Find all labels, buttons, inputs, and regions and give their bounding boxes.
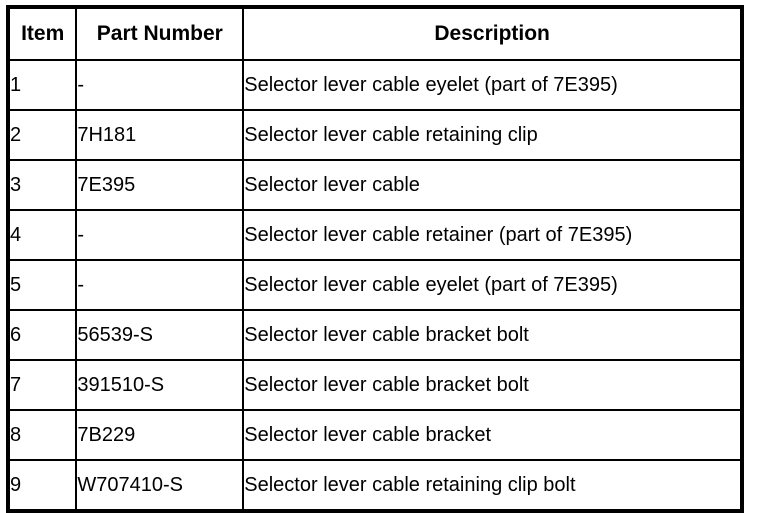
table-row: 4-Selector lever cable retainer (part of…: [6, 209, 743, 261]
cell-description: Selector lever cable eyelet (part of 7E3…: [242, 59, 743, 111]
cell-description: Selector lever cable: [242, 159, 743, 211]
table-header-row: Item Part Number Description: [6, 6, 743, 61]
cell-item: 6: [6, 309, 78, 361]
cell-description: Selector lever cable retaining clip bolt: [242, 459, 743, 512]
cell-item: 1: [6, 59, 78, 111]
cell-item: 2: [6, 109, 78, 161]
page-root: Item Part Number Description 1-Selector …: [6, 5, 744, 513]
cell-item: 9: [6, 459, 78, 512]
cell-item: 5: [6, 259, 78, 311]
cell-part-number: 7H181: [75, 109, 245, 161]
column-header-item: Item: [6, 6, 78, 61]
table-body: 1-Selector lever cable eyelet (part of 7…: [6, 59, 743, 512]
parts-table: Item Part Number Description 1-Selector …: [6, 5, 744, 513]
cell-part-number: 391510-S: [75, 359, 245, 411]
table-header: Item Part Number Description: [6, 6, 743, 61]
cell-part-number: W707410-S: [75, 459, 245, 512]
cell-part-number: -: [75, 209, 245, 261]
table-row: 1-Selector lever cable eyelet (part of 7…: [6, 59, 743, 111]
cell-item: 8: [6, 409, 78, 461]
cell-description: Selector lever cable retainer (part of 7…: [242, 209, 743, 261]
cell-part-number: -: [75, 259, 245, 311]
cell-part-number: -: [75, 59, 245, 111]
cell-description: Selector lever cable bracket bolt: [242, 309, 743, 361]
cell-part-number: 7B229: [75, 409, 245, 461]
cell-item: 3: [6, 159, 78, 211]
column-header-part-number: Part Number: [75, 6, 245, 61]
cell-description: Selector lever cable bracket: [242, 409, 743, 461]
cell-item: 7: [6, 359, 78, 411]
cell-description: Selector lever cable eyelet (part of 7E3…: [242, 259, 743, 311]
cell-part-number: 7E395: [75, 159, 245, 211]
column-header-description: Description: [242, 6, 743, 61]
cell-part-number: 56539-S: [75, 309, 245, 361]
cell-description: Selector lever cable bracket bolt: [242, 359, 743, 411]
table-row: 5-Selector lever cable eyelet (part of 7…: [6, 259, 743, 311]
cell-description: Selector lever cable retaining clip: [242, 109, 743, 161]
cell-item: 4: [6, 209, 78, 261]
